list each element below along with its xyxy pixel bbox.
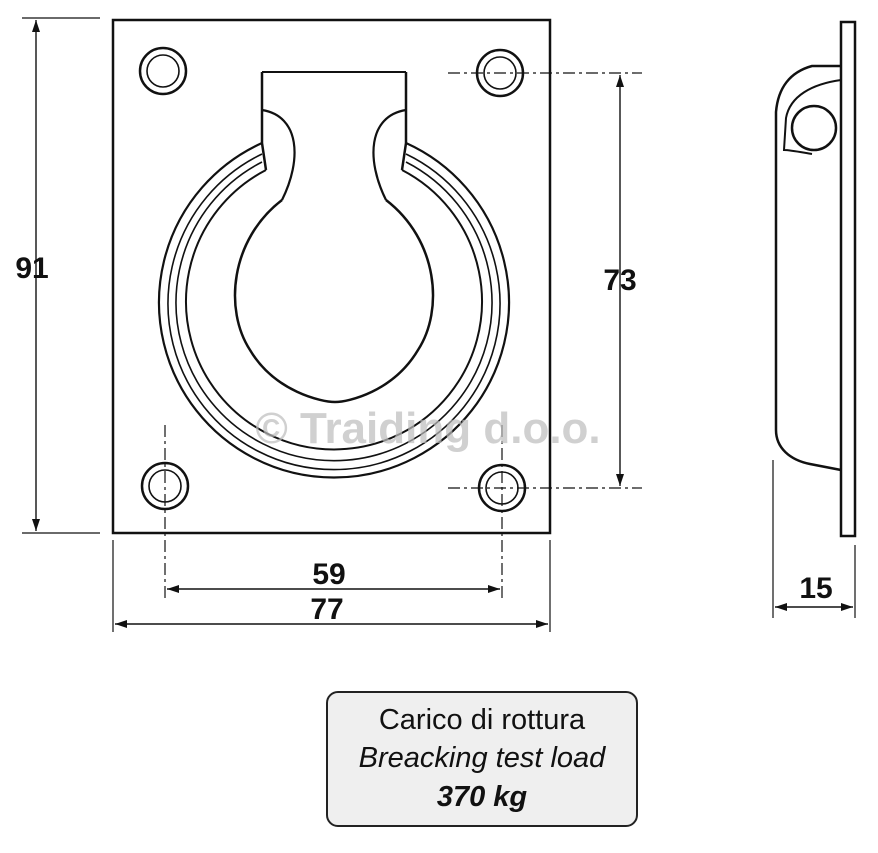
base-plate (111, 18, 552, 535)
dim-hole-spacing-horizontal: 59 (312, 558, 345, 591)
front-view (22, 17, 642, 632)
side-plate (839, 20, 857, 538)
hole-bottom-left (140, 461, 190, 511)
dim-width-total: 77 (310, 593, 343, 626)
load-label-italian: Carico di rottura (378, 704, 586, 736)
watermark: © Traiding d.o.o. (255, 404, 600, 453)
side-view (772, 20, 857, 618)
center-lines (164, 72, 642, 600)
dim-depth: 15 (799, 572, 832, 605)
extension-lines (22, 17, 551, 632)
load-label-english: Breacking test load (358, 742, 606, 774)
side-ring-section (790, 104, 838, 152)
dim-height-total: 91 (15, 252, 48, 285)
dim-hole-spacing-vertical: 73 (603, 264, 636, 297)
lifting-ring (157, 71, 511, 479)
hole-top-left (138, 46, 188, 96)
dimension-lines (32, 20, 624, 628)
side-body (774, 64, 842, 472)
load-value: 370 kg (436, 781, 528, 813)
breaking-load-box: Carico di rottura Breacking test load 37… (326, 691, 638, 827)
